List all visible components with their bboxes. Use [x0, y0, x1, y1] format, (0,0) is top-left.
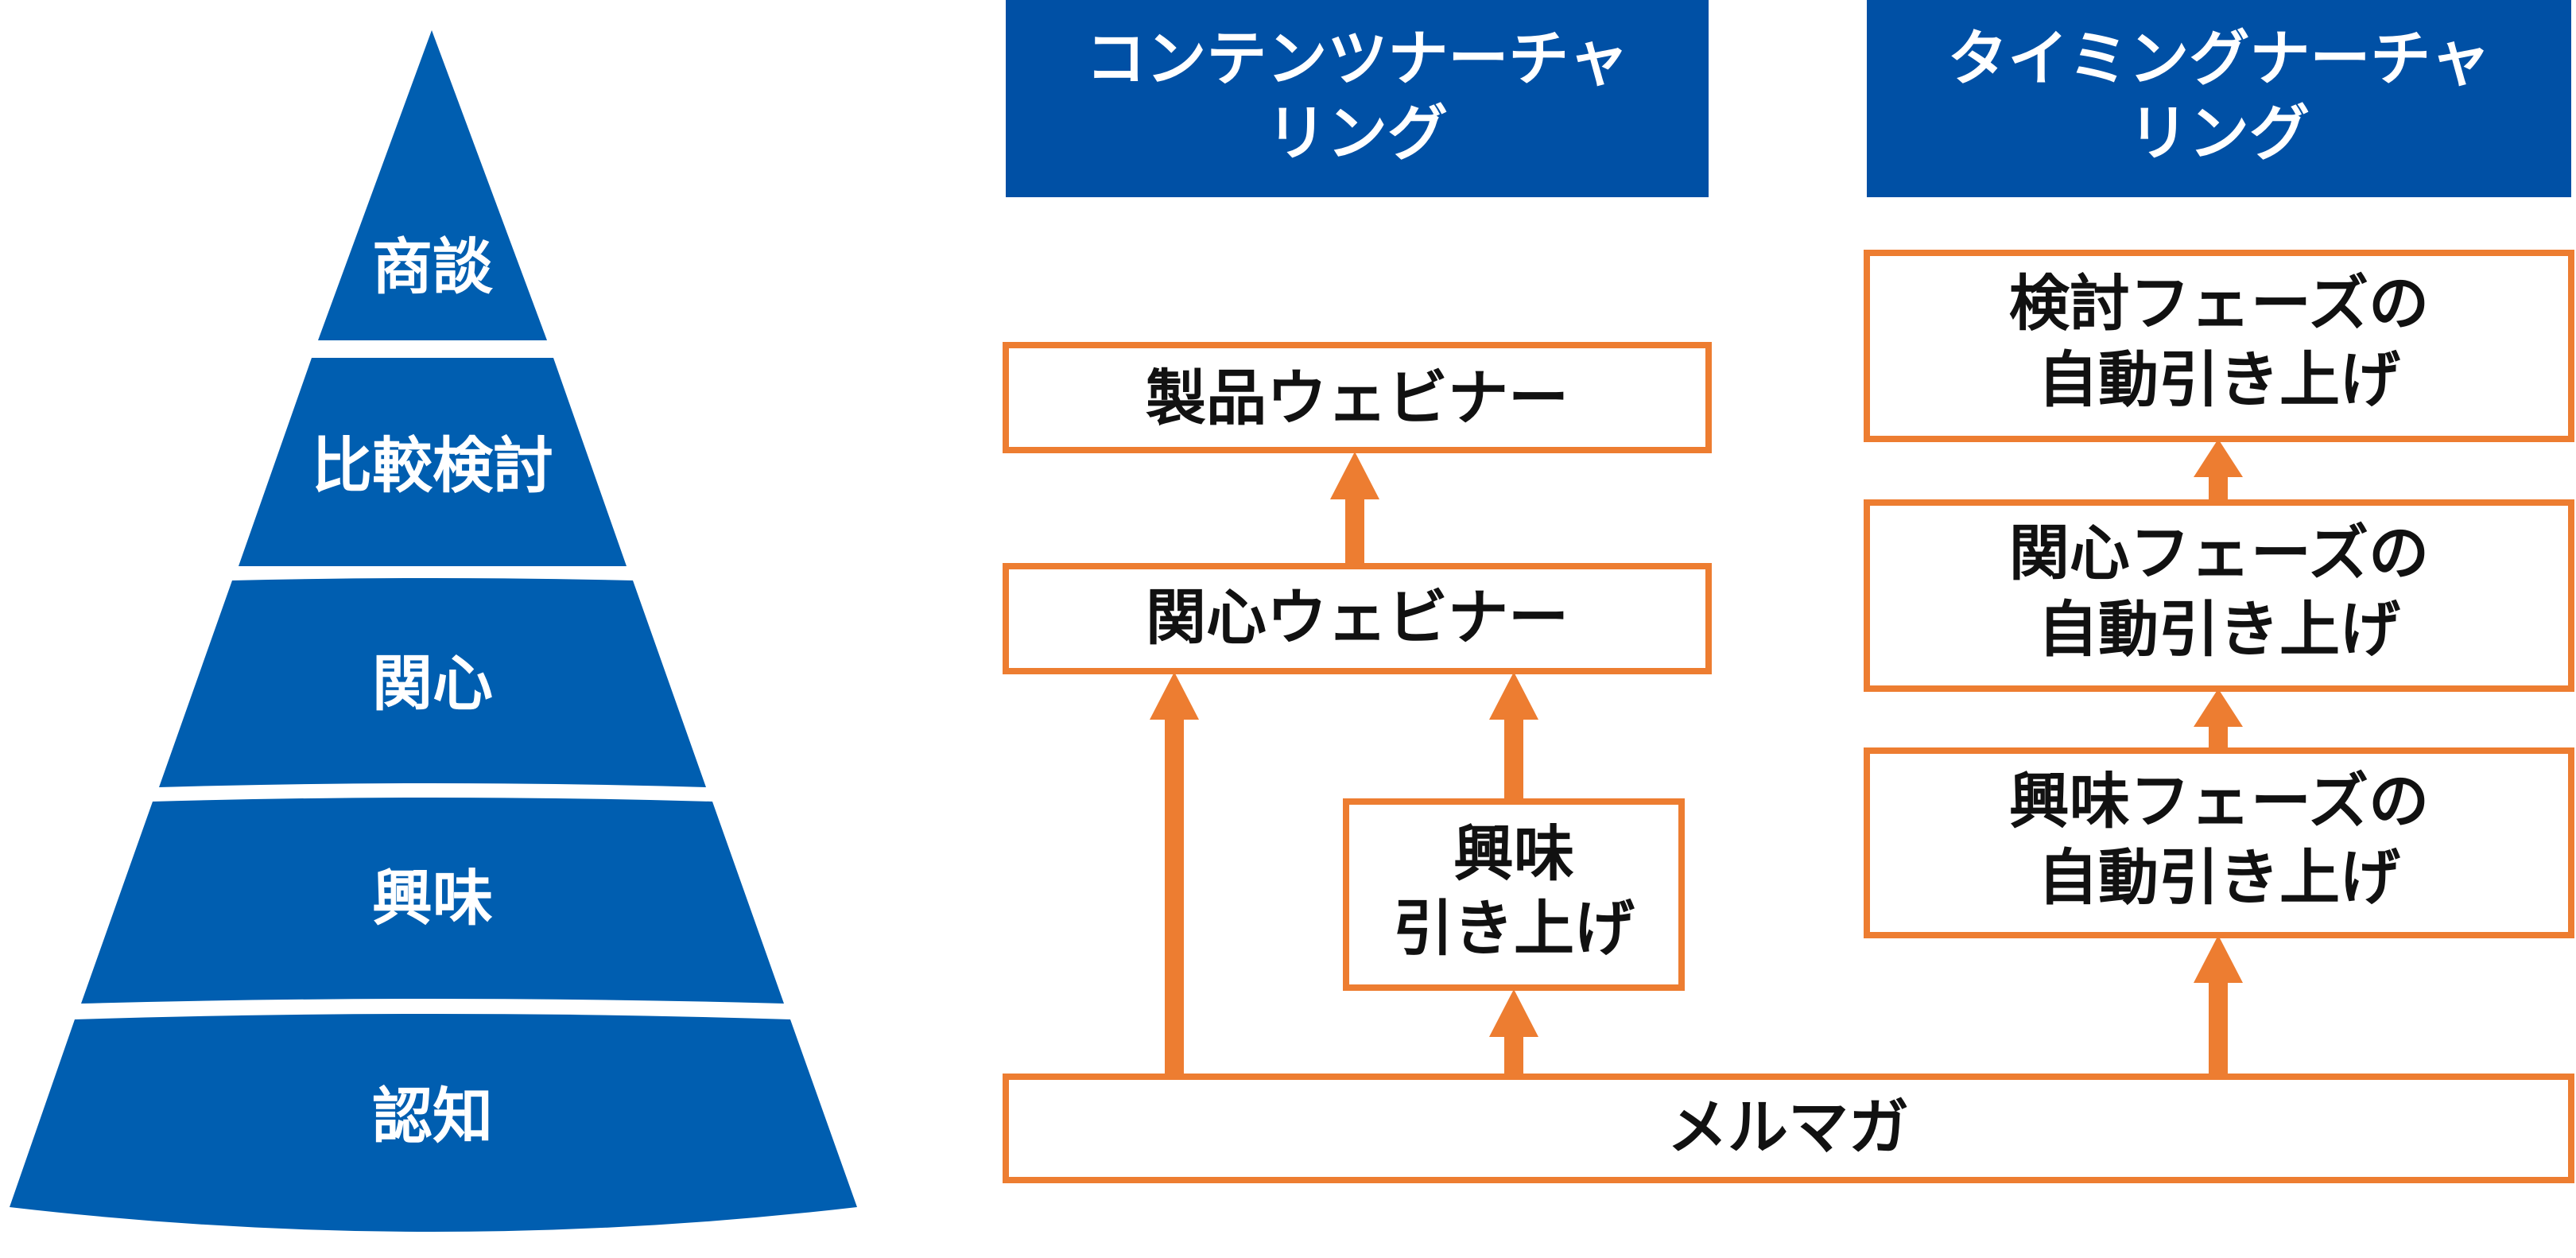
- box-label: 関心フェーズの: [2009, 518, 2429, 588]
- curiosity-phase-box: 興味フェーズの 自動引き上げ: [1864, 747, 2574, 938]
- pyramid-label: 興味: [372, 863, 493, 934]
- box-label: 自動引き上げ: [2038, 842, 2400, 913]
- header-line: コンテンツナーチャ: [1085, 23, 1628, 94]
- box-label: 製品ウェビナー: [1146, 363, 1569, 433]
- box-label: 自動引き上げ: [2038, 594, 2400, 665]
- header-line: リング: [1267, 98, 1448, 169]
- pyramid-label: 認知: [372, 1081, 493, 1151]
- content-nurturing-header: コンテンツナーチャ リング: [1006, 0, 1709, 197]
- box-label: 興味フェーズの: [2009, 766, 2429, 837]
- pyramid-label: 比較検討: [312, 430, 553, 501]
- product-webinar-box: 製品ウェビナー: [1003, 342, 1712, 453]
- pyramid-layer-interest: [159, 578, 706, 787]
- box-label: 関心ウェビナー: [1146, 582, 1569, 653]
- pyramid-layer-awareness: [10, 1014, 857, 1232]
- pyramid-layer-comparison: [239, 358, 627, 566]
- arrows: [1150, 439, 2243, 1077]
- interest-webinar-box: 関心ウェビナー: [1003, 563, 1712, 674]
- arrow-up: [2194, 439, 2243, 501]
- header-line: リング: [2128, 98, 2310, 169]
- box-label: 自動引き上げ: [2038, 344, 2400, 415]
- arrow-up: [1489, 989, 1538, 1077]
- consideration-phase-box: 検討フェーズの 自動引き上げ: [1864, 250, 2574, 442]
- pyramid-layer-curiosity: [81, 798, 784, 1004]
- interest-raise-box: 興味 引き上げ: [1343, 798, 1685, 991]
- arrow-up: [1150, 672, 1199, 1077]
- timing-nurturing-header: タイミングナーチャ リング: [1867, 0, 2571, 197]
- arrow-up: [2194, 689, 2243, 747]
- box-label: 検討フェーズの: [2009, 268, 2429, 339]
- interest-phase-box: 関心フェーズの 自動引き上げ: [1864, 499, 2574, 692]
- header-line: タイミングナーチャ: [1947, 23, 2490, 94]
- pyramid-label: 関心: [372, 648, 493, 719]
- newsletter-box: メルマガ: [1003, 1074, 2574, 1183]
- pyramid-layer-negotiation: [318, 30, 547, 340]
- box-label: 引き上げ: [1393, 893, 1635, 964]
- arrow-up: [1489, 672, 1538, 800]
- pyramid-label: 商談: [372, 231, 493, 302]
- funnel-pyramid: 商談 比較検討 関心 興味 認知: [10, 30, 857, 1232]
- box-label: 興味: [1453, 818, 1574, 889]
- box-label: メルマガ: [1667, 1092, 1909, 1163]
- arrow-up: [2194, 935, 2243, 1077]
- arrow-up: [1330, 452, 1379, 563]
